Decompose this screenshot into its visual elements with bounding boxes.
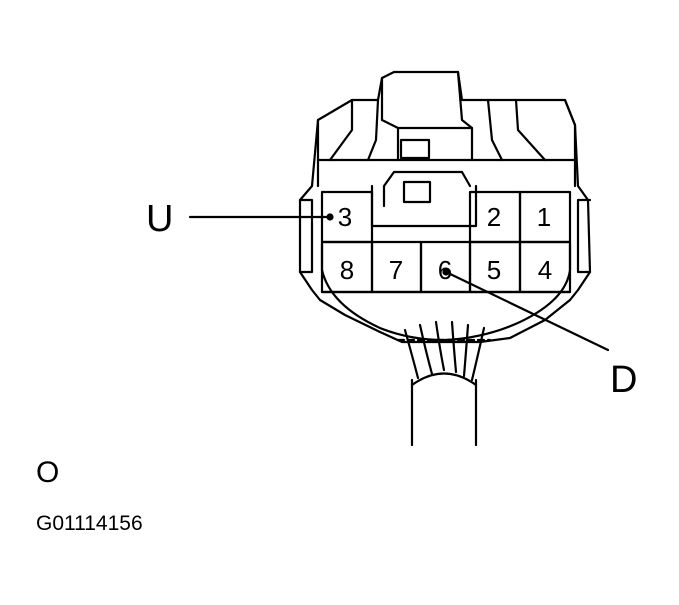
callout-d: D: [610, 359, 637, 401]
figure-id: G01114156: [36, 512, 143, 535]
pin-label-2: 2: [487, 202, 501, 232]
pin-cavity-4: [518, 240, 572, 294]
pin-label-3: 3: [338, 202, 352, 232]
callout-u: U: [146, 198, 173, 240]
view-label: O: [36, 456, 60, 489]
pin-label-1: 1: [537, 202, 551, 232]
pin-label-8: 8: [340, 255, 354, 285]
leader-dot-d: [442, 268, 450, 276]
pin-label-7: 7: [389, 255, 403, 285]
pin-label-4: 4: [538, 255, 552, 285]
leader-dot-u: [326, 213, 334, 221]
pin-label-6: 6: [438, 255, 452, 285]
cable: [396, 320, 492, 447]
leader-line-d: [444, 270, 610, 352]
pin-grid: [320, 190, 572, 294]
pin-label-5: 5: [487, 255, 501, 285]
